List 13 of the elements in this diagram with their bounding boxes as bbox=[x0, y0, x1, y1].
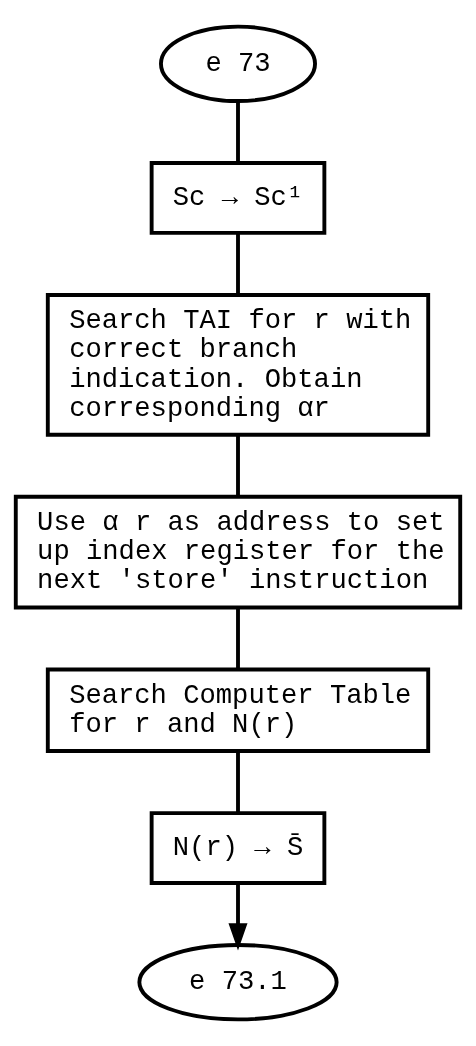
node-ellipse: e 73.1 bbox=[137, 943, 339, 1022]
node-box: Search TAI for r with correct branch indication. Obtain corresponding αr bbox=[45, 293, 431, 437]
arrow bbox=[228, 883, 248, 951]
node-box: Sc → Sc¹ bbox=[149, 161, 327, 235]
connector bbox=[236, 233, 240, 295]
node-box: Use α r as address to set up index register for the next 'store' instruction bbox=[13, 494, 463, 610]
connector bbox=[236, 751, 240, 813]
connector bbox=[236, 101, 240, 163]
node-ellipse: e 73 bbox=[159, 24, 317, 103]
connector bbox=[236, 608, 240, 670]
connector bbox=[236, 435, 240, 497]
node-box: N(r) → S̄ bbox=[149, 811, 327, 885]
node-box: Search Computer Table for r and N(r) bbox=[45, 667, 431, 753]
